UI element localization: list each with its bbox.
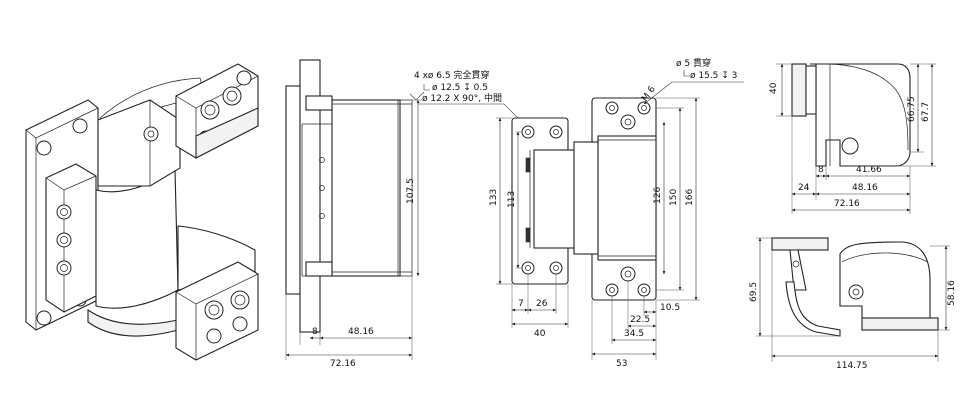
dim-left-offset: 7 [518, 299, 524, 309]
dim-right-22-5: 22.5 [630, 315, 650, 325]
mount-hole [222, 86, 242, 106]
top-pin [841, 137, 859, 155]
leaf-hole [56, 204, 72, 220]
iso-top-mount [175, 63, 259, 159]
open-pin [848, 284, 864, 300]
callout-hole-line2: ø 15.5 ↧ 3 [690, 71, 737, 81]
dim-top-66-75: 66.75 [907, 96, 917, 122]
right-plate-hole [637, 283, 651, 297]
iso-bottom-mount [175, 261, 259, 361]
right-plate-hole [605, 101, 619, 115]
dim-right-166: 166 [685, 189, 695, 206]
right-plate-hole [605, 283, 619, 297]
top-body [810, 63, 911, 167]
mount-hole [206, 328, 222, 344]
dim-top-41-66: 41.66 [856, 165, 882, 175]
right-plate-view: M 6 126 150 166 10.5 22.5 34.5 53 [573, 84, 700, 369]
dim-left-spacing: 26 [536, 299, 548, 309]
dim-left-outer: 133 [489, 189, 499, 206]
top-view: 40 66.75 67.7 8 41.66 24 48.16 72.16 [769, 63, 936, 214]
dim-top-48-16: 48.16 [852, 183, 878, 193]
callout-countersink-line2: ø 12.5 ↧ 0.5 [432, 83, 488, 93]
callout-hole: ø 5 貫穿 ø 15.5 ↧ 3 [643, 57, 744, 105]
pivot-hole [143, 126, 159, 142]
dim-right-150: 150 [669, 189, 679, 206]
side-view: 8 48.16 72.16 107.5 [285, 59, 422, 369]
callout-hole-line1: ø 5 貫穿 [676, 57, 711, 69]
callout-countersink-line1: 4 xø 6.5 完全貫穿 [414, 69, 489, 81]
open-bottom-plate [861, 317, 939, 331]
dim-right-34-5: 34.5 [624, 329, 644, 339]
plate-hole [36, 310, 52, 326]
open-top-plate [771, 237, 829, 251]
plate-hole [36, 140, 52, 156]
dim-top-67-7: 67.7 [921, 102, 931, 122]
left-plate-hole [549, 261, 563, 275]
dim-top-24: 24 [798, 183, 810, 193]
left-plate-hole [521, 261, 535, 275]
mount-hole [230, 290, 250, 310]
dim-right-width: 53 [616, 359, 627, 369]
leaf-hole [56, 232, 72, 248]
mount-hole [204, 300, 224, 320]
dim-left-width: 40 [534, 329, 546, 339]
mount-hole [232, 316, 248, 332]
dim-side-body: 48.16 [348, 327, 374, 337]
right-body [597, 135, 657, 261]
callout-countersink-line3: ø 12.2 X 90°, 中間 [422, 92, 502, 104]
side-body [331, 99, 401, 277]
open-view: 69.5 58.16 114.75 [749, 237, 957, 371]
dim-open-height: 69.5 [749, 282, 759, 302]
left-plate-hole [521, 125, 535, 139]
mount-hole [236, 70, 252, 86]
dim-top-8: 8 [818, 165, 824, 175]
side-base-plate [285, 85, 301, 295]
isometric-view [25, 63, 259, 361]
callout-countersink: 4 xø 6.5 完全貫穿 ø 12.5 ↧ 0.5 ø 12.2 X 90°,… [409, 69, 529, 129]
open-body [839, 241, 931, 319]
mount-hole [200, 100, 220, 120]
dim-side-total: 72.16 [330, 359, 356, 369]
top-plate [791, 63, 807, 117]
dim-right-10-5: 10.5 [660, 303, 680, 313]
open-arm [785, 281, 841, 337]
right-plate-hole [620, 266, 636, 282]
iso-curved-body [87, 77, 256, 337]
dim-left-inner: 113 [507, 191, 517, 208]
dim-side-height: 107.5 [406, 178, 416, 204]
dim-right-126: 126 [653, 187, 663, 204]
dim-open-height-right: 58.16 [947, 280, 957, 306]
dim-top-40: 40 [769, 82, 779, 94]
right-plate-hole [620, 114, 636, 130]
dim-top-72-16: 72.16 [834, 199, 860, 209]
leaf-hole [56, 260, 72, 276]
left-plate-hole [549, 125, 563, 139]
dim-side-offset: 8 [312, 327, 318, 337]
dim-open-width: 114.75 [836, 361, 868, 371]
plate-hole [72, 118, 88, 134]
iso-front-leaf [45, 163, 97, 313]
